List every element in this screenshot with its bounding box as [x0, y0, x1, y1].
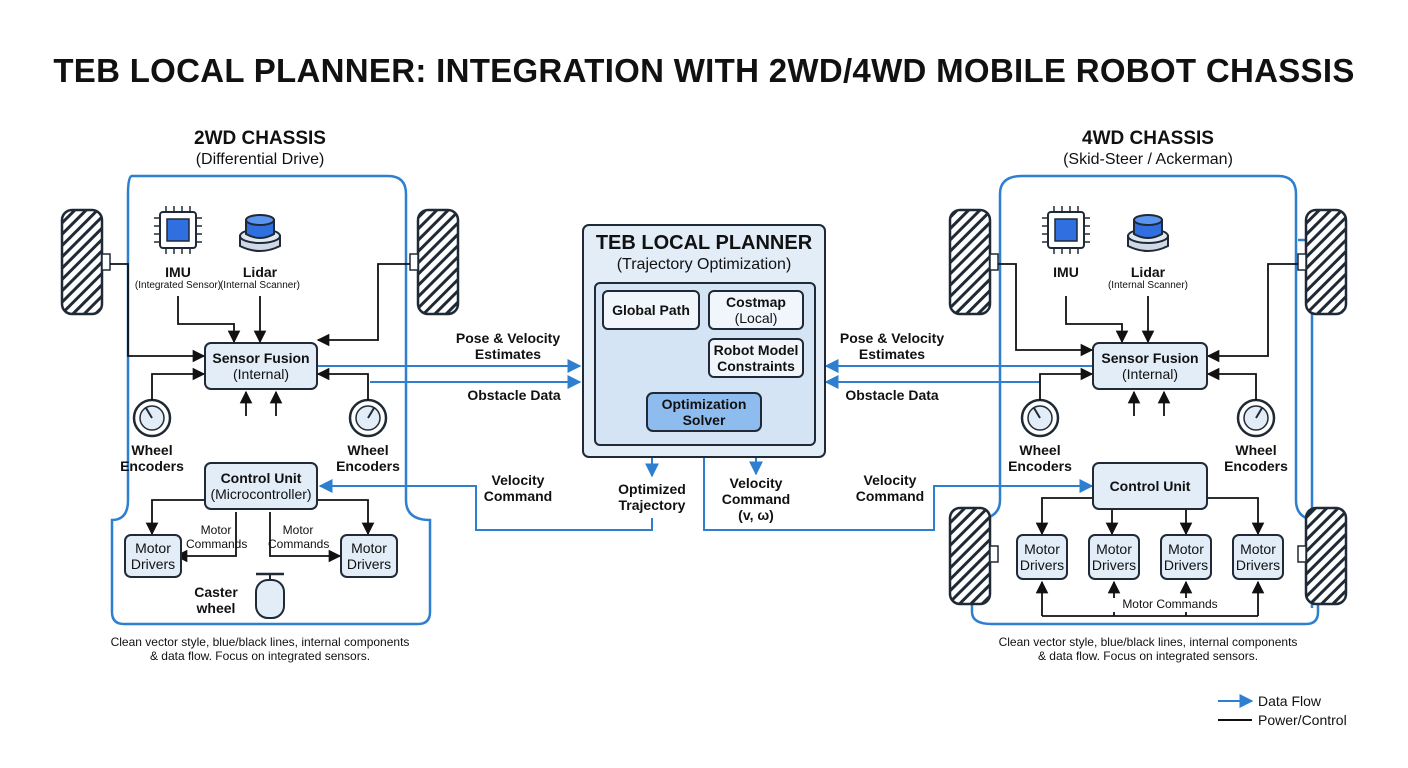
chip-icon: [154, 206, 202, 254]
wheel-icon: [948, 208, 999, 316]
lidar-sub: (Internal Scanner): [219, 280, 301, 291]
wheel-icon: [948, 506, 999, 606]
sensor-fusion-sub: (Internal): [232, 366, 290, 382]
sensor-fusion-box: Sensor Fusion (Internal): [1092, 342, 1208, 390]
chassis-2wd-title: 2WD CHASSIS: [194, 128, 326, 149]
encoder-gauge-icon: [1236, 398, 1276, 438]
motor-drivers-box: Motor Drivers: [1016, 534, 1068, 580]
sensor-fusion-title: Sensor Fusion: [212, 349, 310, 366]
optimization-solver-box: Optimization Solver: [646, 392, 762, 432]
legend-data-flow-label: Data Flow: [1258, 693, 1322, 709]
robot-model-box: Robot Model Constraints: [708, 338, 804, 378]
motor-drivers-box: Motor Drivers: [124, 534, 182, 578]
chassis-outline-4wd: [970, 174, 1320, 626]
chip-icon: [1042, 206, 1090, 254]
lidar-icon: [239, 214, 281, 252]
control-unit-title: Control Unit: [220, 469, 302, 486]
teb-planner-title: TEB LOCAL PLANNER: [595, 232, 813, 254]
note-2wd: Clean vector style, blue/black lines, in…: [110, 635, 410, 663]
control-unit-box: Control Unit: [1092, 462, 1208, 510]
imu-sub: (Integrated Sensor): [134, 280, 222, 291]
sensor-fusion-box: Sensor Fusion (Internal): [204, 342, 318, 390]
obstacle-data-left-label: Obstacle Data: [467, 387, 561, 403]
imu-label: IMU: [165, 264, 191, 280]
teb-planner-subtitle: (Trajectory Optimization): [616, 256, 792, 273]
caster-wheel-icon: [255, 572, 285, 619]
lidar-label: Lidar: [1130, 264, 1166, 280]
legend-power-control-label: Power/Control: [1258, 712, 1347, 728]
lidar-label: Lidar: [242, 264, 278, 280]
encoder-gauge-icon: [348, 398, 388, 438]
chassis-2wd-subtitle: (Differential Drive): [195, 151, 325, 168]
motor-drivers-box: Motor Drivers: [1160, 534, 1212, 580]
costmap-box: Costmap (Local): [708, 290, 804, 330]
lidar-icon: [1127, 214, 1169, 252]
motor-drivers-box: Motor Drivers: [1232, 534, 1284, 580]
chassis-4wd-title: 4WD CHASSIS: [1082, 128, 1214, 149]
encoder-gauge-icon: [1020, 398, 1060, 438]
encoder-gauge-icon: [132, 398, 172, 438]
chassis-outline-2wd: [110, 174, 432, 626]
motor-drivers-box: Motor Drivers: [340, 534, 398, 578]
chassis-4wd-subtitle: (Skid-Steer / Ackerman): [1063, 151, 1233, 168]
wheel-icon: [60, 208, 111, 316]
imu-label: IMU: [1053, 264, 1079, 280]
motor-commands-label: Motor Commands: [1110, 597, 1230, 612]
obstacle-data-right-label: Obstacle Data: [845, 387, 939, 403]
page-title: TEB LOCAL PLANNER: INTEGRATION WITH 2WD/…: [53, 52, 1355, 89]
lidar-sub: (Internal Scanner): [1107, 280, 1189, 291]
motor-drivers-box: Motor Drivers: [1088, 534, 1140, 580]
wheel-icon: [409, 208, 460, 316]
control-unit-sub: (Microcontroller): [210, 486, 312, 502]
global-path-box: Global Path: [602, 290, 700, 330]
wheel-icon: [1297, 506, 1348, 606]
wheel-icon: [1297, 208, 1348, 316]
note-4wd: Clean vector style, blue/black lines, in…: [998, 635, 1298, 663]
control-unit-box: Control Unit (Microcontroller): [204, 462, 318, 510]
